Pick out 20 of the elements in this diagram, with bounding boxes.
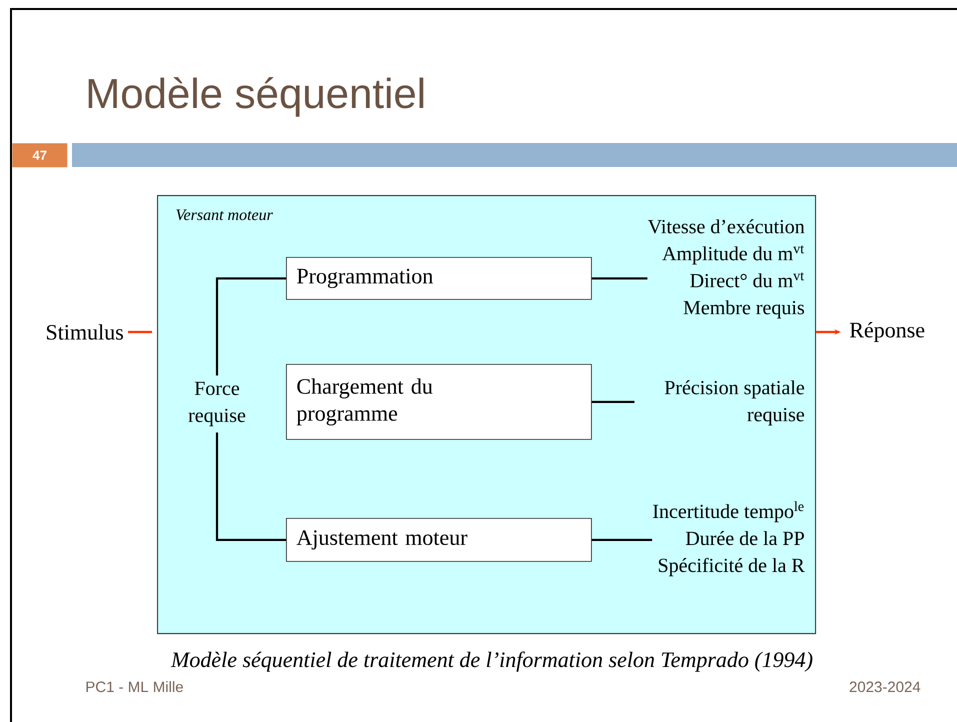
footer-text: PC1 - ML Mille xyxy=(86,681,183,692)
connector-line xyxy=(216,277,286,376)
factor-list: Précision spatiale requise xyxy=(664,380,804,426)
terminal-label: Stimulus xyxy=(46,324,123,340)
terminal-label: Réponse xyxy=(850,322,924,342)
title: Modèle séquentiel xyxy=(88,77,424,117)
connector-line xyxy=(592,538,652,541)
process-box: Ajustement moteur xyxy=(286,518,592,562)
caption: Modèle séquentiel de traitement de l’information selon Temprado (1994) xyxy=(170,652,812,672)
footer-text: 2023-2024 xyxy=(850,682,920,692)
connector-line xyxy=(592,277,648,280)
connector-line xyxy=(216,432,286,541)
process-box: Programmation xyxy=(286,257,592,300)
process-box: Chargement du programme xyxy=(286,364,592,440)
connector-line xyxy=(592,400,634,403)
page-number-tab: 47 xyxy=(12,143,68,168)
factor-list: Vitesse d’exécution Amplitude du m$^{vt}$ Direct° du m$^{vt}$ Membre requis xyxy=(648,219,804,318)
factor-label: Force requise xyxy=(188,382,246,426)
factor-list: Incertitude tempo$^{le}$ Durée de la PP Spécificité de la R xyxy=(653,501,805,576)
connector-line xyxy=(128,330,152,334)
